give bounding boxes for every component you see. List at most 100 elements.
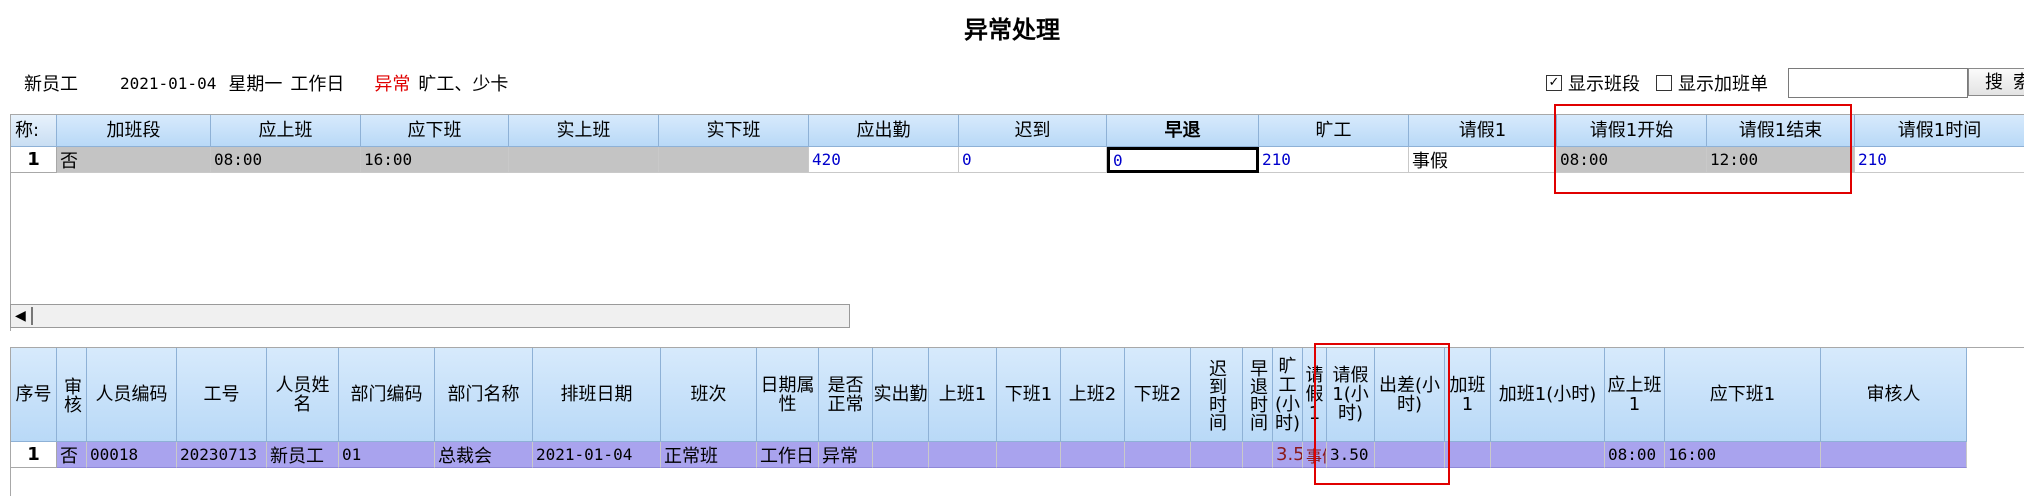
column-header[interactable]: 出差(小时) — [1375, 348, 1445, 442]
show-overtime-label: 显示加班单 — [1678, 74, 1768, 95]
column-header[interactable]: 早退 — [1107, 115, 1259, 147]
column-header[interactable]: 部门名称 — [435, 348, 533, 442]
grid-cell[interactable] — [659, 147, 809, 173]
column-header[interactable]: 人员编码 — [87, 348, 177, 442]
horizontal-scrollbar[interactable]: ◀ — [10, 304, 850, 328]
column-header[interactable]: 实下班 — [659, 115, 809, 147]
grid-cell[interactable]: 20230713 — [177, 442, 267, 468]
column-header[interactable]: 旷工 — [1259, 115, 1409, 147]
column-header[interactable]: 早退时间 — [1243, 348, 1273, 442]
grid-cell[interactable]: 2021-01-04 — [533, 442, 661, 468]
grid-cell[interactable]: 210 — [1259, 147, 1409, 173]
show-shift-checkbox[interactable]: ✓ — [1546, 75, 1562, 91]
grid-cell[interactable] — [1061, 442, 1125, 468]
show-overtime-checkbox[interactable] — [1656, 75, 1672, 91]
search-button[interactable]: 搜索 — [1968, 68, 2024, 96]
column-header[interactable]: 工号 — [177, 348, 267, 442]
grid-cell[interactable]: 12:00 — [1707, 147, 1855, 173]
column-header[interactable]: 加班1 — [1445, 348, 1491, 442]
grid-cell[interactable]: 总裁会 — [435, 442, 533, 468]
grid-cell[interactable]: 16:00 — [1665, 442, 1821, 468]
column-header[interactable]: 实上班 — [509, 115, 659, 147]
grid-cell[interactable]: 01 — [339, 442, 435, 468]
grid-cell[interactable]: 0 — [959, 147, 1107, 173]
status-label: 异常 — [374, 74, 411, 95]
grid-cell[interactable] — [509, 147, 659, 173]
column-header[interactable]: 应上班1 — [1605, 348, 1665, 442]
column-header[interactable]: 应出勤 — [809, 115, 959, 147]
grid-cell[interactable]: 16:00 — [361, 147, 509, 173]
grid-cell[interactable]: 事假 — [1409, 147, 1557, 173]
column-header[interactable]: 部门编码 — [339, 348, 435, 442]
column-header[interactable]: 是否正常 — [819, 348, 873, 442]
grid-cell[interactable] — [997, 442, 1061, 468]
grid-cell[interactable]: 3.50 — [1327, 442, 1375, 468]
attendance-grid: 序号审核人员编码工号人员姓名部门编码部门名称排班日期班次日期属性是否正常实出勤上… — [10, 347, 2024, 496]
grid-cell[interactable] — [1243, 442, 1273, 468]
status-reasons: 旷工、少卡 — [418, 74, 509, 95]
grid-cell[interactable]: 0 — [1107, 147, 1259, 173]
column-header[interactable]: 审核 — [57, 348, 87, 442]
search-input[interactable] — [1788, 68, 1968, 98]
scroll-thumb[interactable] — [31, 307, 33, 325]
show-overtime-option[interactable]: 显示加班单 — [1656, 70, 1768, 96]
grid-cell[interactable]: 正常班 — [661, 442, 757, 468]
column-header[interactable]: 应下班1 — [1665, 348, 1821, 442]
window-title: 异常处理 — [964, 16, 1060, 44]
scroll-left-icon[interactable]: ◀ — [15, 308, 26, 324]
column-header[interactable]: 应上班 — [211, 115, 361, 147]
grid-cell[interactable]: 210 — [1855, 147, 2024, 173]
column-header[interactable]: 审核人 — [1821, 348, 1967, 442]
grid-corner: 称: — [11, 115, 57, 147]
show-shift-label: 显示班段 — [1568, 74, 1640, 95]
column-header[interactable]: 人员姓名 — [267, 348, 339, 442]
column-header[interactable]: 序号 — [11, 348, 57, 442]
column-header[interactable]: 请假1(小时) — [1327, 348, 1375, 442]
column-header[interactable]: 迟到时间 — [1191, 348, 1243, 442]
column-header[interactable]: 排班日期 — [533, 348, 661, 442]
grid-cell[interactable]: 事假 — [1303, 442, 1327, 468]
column-header[interactable]: 旷工(小时) — [1273, 348, 1303, 442]
grid-cell[interactable]: 工作日 — [757, 442, 819, 468]
column-header[interactable]: 迟到 — [959, 115, 1107, 147]
column-header[interactable]: 请假1时间 — [1855, 115, 2024, 147]
column-header[interactable]: 日期属性 — [757, 348, 819, 442]
grid-cell[interactable] — [929, 442, 997, 468]
column-header[interactable]: 请假1 — [1303, 348, 1327, 442]
column-header[interactable]: 班次 — [661, 348, 757, 442]
grid-cell[interactable]: 00018 — [87, 442, 177, 468]
grid-cell[interactable] — [1445, 442, 1491, 468]
grid-cell[interactable]: 否 — [57, 442, 87, 468]
column-header[interactable]: 实出勤 — [873, 348, 929, 442]
grid-cell[interactable]: 异常 — [819, 442, 873, 468]
column-header[interactable]: 下班2 — [1125, 348, 1191, 442]
grid-cell[interactable]: 否 — [57, 147, 211, 173]
info-weekday: 星期一 — [228, 74, 283, 95]
grid-cell[interactable]: 420 — [809, 147, 959, 173]
grid-cell[interactable]: 08:00 — [1605, 442, 1665, 468]
show-shift-option[interactable]: ✓ 显示班段 — [1546, 70, 1640, 96]
grid-cell[interactable]: 08:00 — [1557, 147, 1707, 173]
column-header[interactable]: 请假1 — [1409, 115, 1557, 147]
column-header[interactable]: 请假1结束 — [1707, 115, 1855, 147]
employee-name: 新员工 — [24, 74, 78, 95]
column-header[interactable]: 加班1(小时) — [1491, 348, 1605, 442]
grid-cell[interactable] — [1191, 442, 1243, 468]
column-header[interactable]: 下班1 — [997, 348, 1061, 442]
column-header[interactable]: 上班1 — [929, 348, 997, 442]
grid-cell[interactable] — [1375, 442, 1445, 468]
column-header[interactable]: 应下班 — [361, 115, 509, 147]
grid-cell[interactable]: 新员工 — [267, 442, 339, 468]
grid-cell[interactable] — [1491, 442, 1605, 468]
grid-cell[interactable] — [1125, 442, 1191, 468]
grid-cell[interactable] — [1821, 442, 1967, 468]
grid-cell[interactable] — [873, 442, 929, 468]
grid-cell[interactable]: 08:00 — [211, 147, 361, 173]
info-bar: 新员工 2021-01-04 星期一 工作日 异常 旷工、少卡 — [24, 70, 508, 96]
column-header[interactable]: 上班2 — [1061, 348, 1125, 442]
column-header[interactable]: 加班段 — [57, 115, 211, 147]
info-date: 2021-01-04 — [120, 73, 217, 93]
grid-cell[interactable]: 3.50 — [1273, 442, 1303, 468]
column-header[interactable]: 请假1开始 — [1557, 115, 1707, 147]
